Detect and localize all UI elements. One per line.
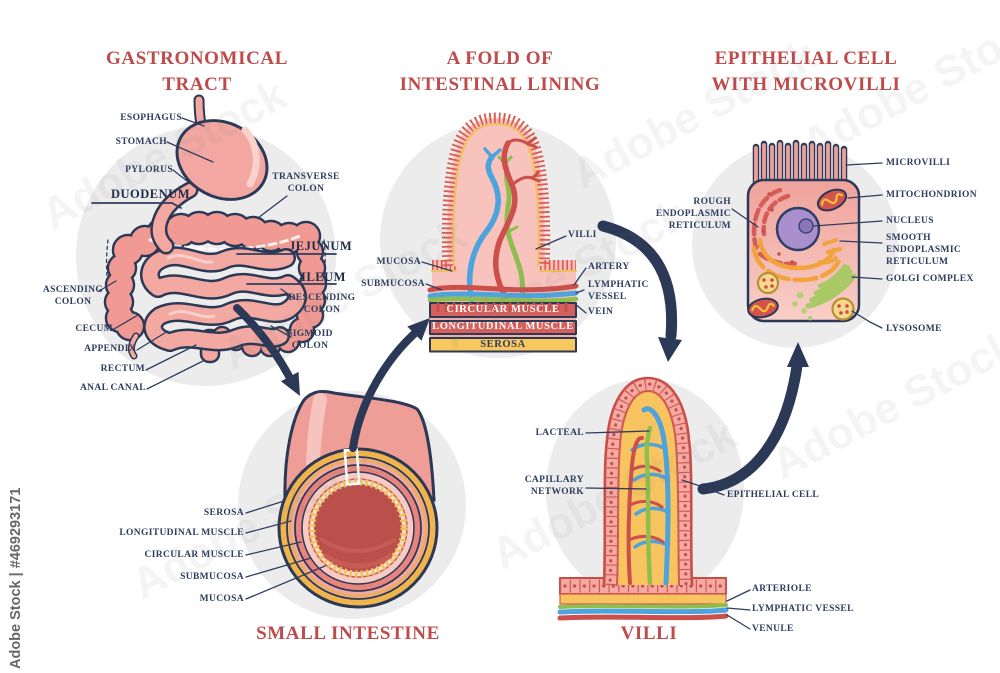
microvilli-shape bbox=[752, 139, 848, 188]
label-rectum: RECTUM bbox=[100, 364, 145, 374]
arrow-fold-to-villi bbox=[597, 220, 678, 342]
label-si-circular-muscle: CIRCULAR MUSCLE bbox=[144, 550, 244, 560]
label-si-longitudinal-muscle: LONGITUDINAL MUSCLE bbox=[119, 528, 244, 538]
label-smooth-er: SMOOTH ENDOPLASMIC RETICULUM bbox=[886, 233, 962, 267]
cell-section-title: EPITHELIAL CELL WITH MICROVILLI bbox=[711, 48, 901, 95]
label-pylorus: PYLORUS bbox=[125, 165, 173, 175]
gi-section-title: GASTRONOMICAL TRACT bbox=[106, 48, 288, 95]
gi-tract-illustration bbox=[103, 94, 328, 364]
stomach-shape bbox=[175, 119, 269, 201]
arrow-small-intestine-to-fold bbox=[349, 330, 418, 452]
tube-cross-section bbox=[277, 447, 439, 609]
label-venule: VENULE bbox=[752, 624, 794, 634]
label-anal-canal: ANAL CANAL bbox=[79, 383, 146, 393]
label-nucleus: NUCLEUS bbox=[886, 216, 934, 226]
label-appendix: APPENDIX bbox=[84, 344, 136, 354]
label-jejunum: JEJUNUM bbox=[289, 239, 353, 253]
label-fold-submucosa: SUBMUCOSA bbox=[361, 279, 425, 289]
label-vein: VEIN bbox=[588, 307, 614, 317]
label-si-mucosa: MUCOSA bbox=[199, 594, 244, 604]
label-ileum: ILEUM bbox=[301, 270, 346, 284]
appendix-shape bbox=[127, 332, 140, 360]
golgi-shape bbox=[805, 264, 857, 309]
nucleolus-shape bbox=[798, 218, 814, 234]
mitochondrion-shape bbox=[747, 188, 848, 319]
label-golgi-complex: GOLGI COMPLEX bbox=[886, 274, 974, 284]
label-band-circular-muscle: CIRCULAR MUSCLE bbox=[446, 304, 560, 315]
label-si-serosa: SEROSA bbox=[203, 508, 244, 518]
label-villi-lymphatic-vessel: LYMPHATIC VESSEL bbox=[752, 604, 854, 614]
label-si-submucosa: SUBMUCOSA bbox=[180, 572, 244, 582]
label-arteriole: ARTERIOLE bbox=[752, 584, 812, 594]
smooth-er-shape bbox=[751, 237, 843, 283]
label-duodenum: DUODENUM bbox=[111, 187, 190, 201]
fold-vessels bbox=[427, 136, 579, 303]
label-stomach: STOMACH bbox=[115, 137, 167, 147]
label-band-longitudinal-muscle: LONGITUDINAL MUSCLE bbox=[432, 321, 574, 332]
small-intestine-illustration bbox=[277, 390, 439, 609]
label-lacteal: LACTEAL bbox=[535, 428, 584, 438]
villi-title: VILLI bbox=[620, 623, 678, 644]
leader-lines bbox=[91, 117, 883, 630]
nucleus-shape bbox=[775, 206, 821, 252]
fold-layer-bands bbox=[429, 302, 577, 353]
label-epithelial-cell: EPITHELIAL CELL bbox=[727, 490, 820, 500]
golgi-vesicles bbox=[792, 291, 813, 321]
epithelial-cell-illustration bbox=[746, 139, 861, 323]
villus-illustration bbox=[557, 376, 729, 621]
fold-illustration bbox=[427, 112, 579, 353]
label-transverse-colon: TRANSVERSE COLON bbox=[272, 172, 340, 194]
fold-section-title: A FOLD OF INTESTINAL LINING bbox=[399, 48, 601, 95]
villus-vessels bbox=[626, 406, 671, 586]
arrow-gi-to-small-intestine bbox=[233, 304, 294, 382]
small-intestine-title: SMALL INTESTINE bbox=[256, 623, 440, 644]
label-lysosome: LYSOSOME bbox=[886, 324, 942, 334]
duodenum-shape bbox=[150, 181, 199, 255]
small-intestine-coils bbox=[140, 246, 307, 352]
label-capillary-network: CAPILLARY NETWORK bbox=[524, 475, 584, 497]
label-fold-mucosa: MUCOSA bbox=[376, 257, 421, 267]
arrow-villi-to-cell bbox=[697, 360, 803, 495]
label-cecum: CECUM bbox=[75, 324, 113, 334]
label-fold-lymphatic-vessel: LYMPHATIC VESSEL bbox=[588, 280, 649, 302]
label-esophagus: ESOPHAGUS bbox=[120, 113, 182, 123]
label-mitochondrion: MITOCHONDRION bbox=[886, 190, 977, 200]
label-rough-er: ROUGH ENDOPLASMIC RETICULUM bbox=[655, 197, 731, 231]
flow-arrows bbox=[233, 220, 809, 495]
label-ascending-colon: ASCENDING COLON bbox=[42, 285, 104, 307]
label-band-serosa: SEROSA bbox=[480, 339, 526, 350]
label-descending-colon: DESCENDING COLON bbox=[288, 293, 356, 315]
label-artery: ARTERY bbox=[588, 262, 630, 272]
lysosome-shape bbox=[756, 271, 855, 321]
label-fold-villi: VILLI bbox=[568, 230, 597, 240]
label-sigmoid-colon: SIGMOID COLON bbox=[287, 329, 333, 351]
label-microvilli: MICROVILLI bbox=[886, 158, 951, 168]
